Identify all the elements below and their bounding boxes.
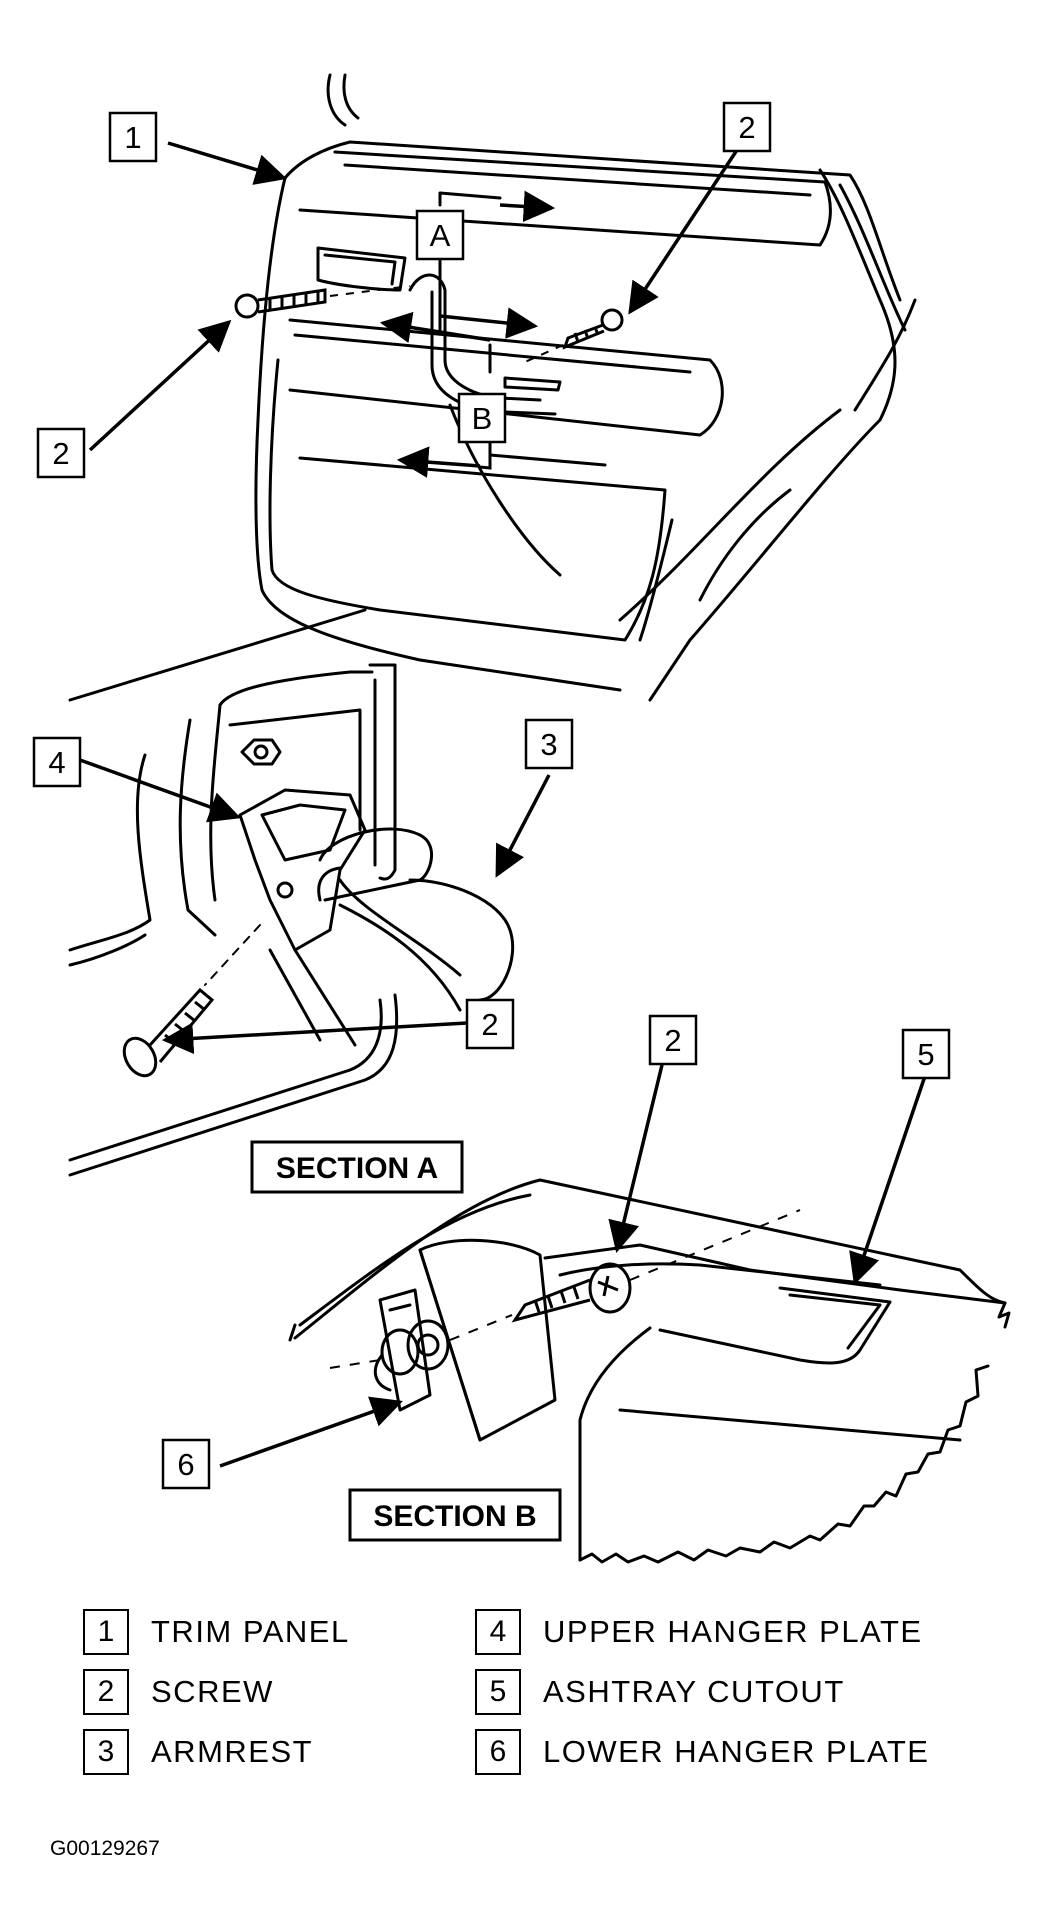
section-b-illustration <box>288 1178 1011 1564</box>
callout-3-text: 3 <box>540 727 557 762</box>
section-b-label-text: SECTION B <box>373 1500 536 1533</box>
legend-label: UPPER HANGER PLATE <box>543 1614 923 1649</box>
callout-2-top-right-text: 2 <box>738 110 755 145</box>
legend-label: LOWER HANGER PLATE <box>543 1734 930 1769</box>
legend-number: 5 <box>475 1669 521 1715</box>
callout-2-section-b: 2 <box>648 1014 698 1066</box>
callout-2-top-right: 2 <box>722 101 772 153</box>
section-a-illustration <box>68 608 515 1177</box>
legend-item-lower-hanger-plate: 6 LOWER HANGER PLATE <box>475 1728 929 1776</box>
screw-left-icon <box>234 285 411 319</box>
callout-4: 4 <box>32 736 82 788</box>
legend-item-ashtray-cutout: 5 ASHTRAY CUTOUT <box>475 1668 845 1716</box>
screw-right-icon <box>524 308 624 363</box>
legend-label: ASHTRAY CUTOUT <box>543 1674 845 1709</box>
legend-item-trim-panel: 1 TRIM PANEL <box>83 1608 350 1656</box>
legend-number: 4 <box>475 1609 521 1655</box>
section-a-label: SECTION A <box>250 1140 464 1194</box>
legend-item-upper-hanger-plate: 4 UPPER HANGER PLATE <box>475 1608 923 1656</box>
callout-A-text: A <box>430 218 451 253</box>
screw-section-b-icon <box>329 1209 801 1369</box>
callout-4-text: 4 <box>48 745 65 780</box>
callout-2-top-left-text: 2 <box>52 436 69 471</box>
screw-section-a-icon <box>122 987 215 1078</box>
legend-label: ARMREST <box>151 1734 314 1769</box>
legend-item-armrest: 3 ARMREST <box>83 1728 313 1776</box>
section-a-label-text: SECTION A <box>276 1152 438 1185</box>
legend-label: TRIM PANEL <box>151 1614 350 1649</box>
callout-A: A <box>415 209 465 261</box>
legend-item-screw: 2 SCREW <box>83 1668 274 1716</box>
callout-3: 3 <box>524 718 574 770</box>
callout-2-section-b-text: 2 <box>664 1023 681 1058</box>
callout-B: B <box>457 392 507 444</box>
callout-2-section-a-text: 2 <box>481 1007 498 1042</box>
door-trim-panel-illustration <box>254 73 917 702</box>
callout-B-text: B <box>472 401 493 436</box>
legend-label: SCREW <box>151 1674 274 1709</box>
callout-6: 6 <box>161 1438 211 1490</box>
callout-2-top-left: 2 <box>36 427 86 479</box>
callout-6-text: 6 <box>177 1447 194 1482</box>
legend-number: 1 <box>83 1609 129 1655</box>
callout-5-text: 5 <box>917 1037 934 1072</box>
legend-number: 3 <box>83 1729 129 1775</box>
callout-1-text: 1 <box>124 120 141 155</box>
figure-id: G00129267 <box>50 1837 160 1860</box>
callout-2-section-a: 2 <box>465 998 515 1050</box>
legend-number: 2 <box>83 1669 129 1715</box>
legend-number: 6 <box>475 1729 521 1775</box>
section-b-label: SECTION B <box>348 1488 562 1542</box>
callout-1: 1 <box>108 111 158 163</box>
callout-5: 5 <box>901 1028 951 1080</box>
